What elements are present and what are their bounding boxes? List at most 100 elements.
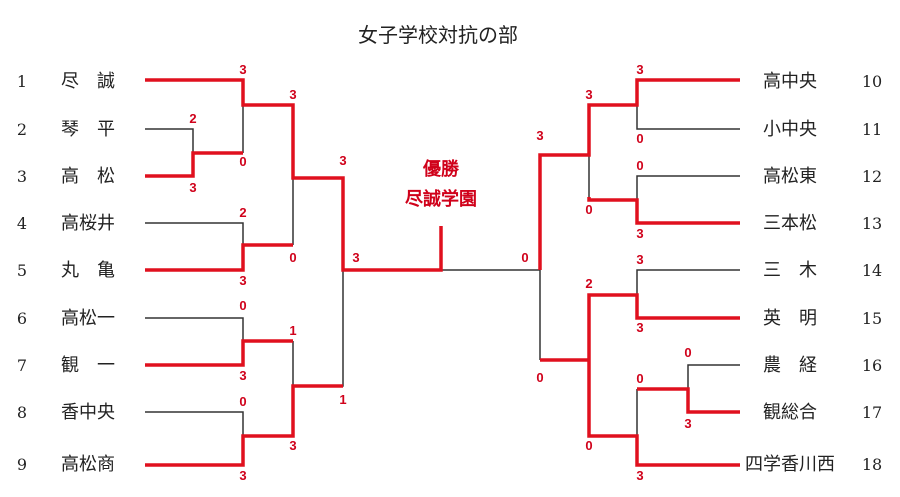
seed-number: 9 bbox=[17, 455, 27, 474]
team-name: 四学香川西 bbox=[745, 454, 835, 475]
bracket-line bbox=[145, 317, 244, 365]
score-label: 3 bbox=[352, 250, 359, 265]
seed-number: 1 bbox=[17, 72, 27, 91]
team-name: 三本松 bbox=[763, 213, 817, 234]
team-name: 高松東 bbox=[763, 166, 817, 187]
seed-number: 2 bbox=[17, 120, 27, 139]
team-name: 丸 亀 bbox=[61, 260, 115, 281]
left-team-1: 1 尽 誠 bbox=[17, 71, 115, 92]
bracket-line bbox=[636, 83, 740, 130]
score-label: 3 bbox=[339, 153, 346, 168]
team-name: 高桜井 bbox=[61, 213, 115, 234]
seed-number: 4 bbox=[17, 214, 27, 233]
score-label: 2 bbox=[189, 111, 196, 126]
score-label: 3 bbox=[239, 273, 246, 288]
seed-number: 3 bbox=[17, 167, 27, 186]
seed-number: 8 bbox=[17, 403, 27, 422]
score-label: 3 bbox=[189, 180, 196, 195]
champion-label: 優勝 bbox=[422, 158, 460, 180]
team-name: 農 経 bbox=[763, 355, 817, 376]
score-label: 1 bbox=[289, 323, 296, 338]
right-team-16: 農 経 16 bbox=[763, 355, 882, 376]
score-label: 3 bbox=[289, 87, 296, 102]
bracket-line bbox=[293, 270, 344, 387]
bracket-line bbox=[145, 411, 244, 465]
team-name: 尽 誠 bbox=[61, 71, 115, 92]
team-name: 英 明 bbox=[763, 308, 817, 329]
seed-number: 7 bbox=[17, 356, 27, 375]
score-labels: 3 2 0 3 3 2 0 3 3 0 1 3 0 3 3 3 1 3 0 3 … bbox=[189, 62, 691, 483]
winner-path bbox=[587, 197, 740, 225]
champion-team: 尽誠学園 bbox=[405, 188, 477, 210]
bracket-line bbox=[636, 175, 740, 200]
bracket-line bbox=[687, 364, 740, 389]
team-name: 高松一 bbox=[61, 308, 115, 329]
score-label: 0 bbox=[636, 131, 643, 146]
team-name: 高中央 bbox=[763, 71, 817, 92]
team-name: 高 松 bbox=[61, 166, 115, 187]
right-team-10: 高中央 10 bbox=[763, 71, 882, 92]
score-label: 3 bbox=[636, 226, 643, 241]
bracket-lines-black bbox=[145, 83, 740, 465]
score-label: 3 bbox=[536, 128, 543, 143]
right-team-15: 英 明 15 bbox=[763, 308, 882, 329]
score-label: 3 bbox=[636, 468, 643, 483]
score-label: 3 bbox=[636, 320, 643, 335]
right-team-14: 三 木 14 bbox=[763, 260, 882, 281]
score-label: 3 bbox=[636, 62, 643, 77]
seed-number: 17 bbox=[862, 403, 882, 422]
team-name: 三 木 bbox=[763, 260, 817, 281]
score-label: 3 bbox=[684, 416, 691, 431]
seed-number: 12 bbox=[862, 167, 882, 186]
score-label: 1 bbox=[339, 392, 346, 407]
team-name: 琴 平 bbox=[61, 119, 115, 140]
score-label: 0 bbox=[585, 202, 592, 217]
seed-number: 16 bbox=[862, 356, 882, 375]
bracket-line bbox=[145, 128, 194, 153]
winner-path bbox=[587, 293, 740, 467]
left-team-6: 6 高松一 bbox=[17, 308, 115, 329]
score-label: 0 bbox=[684, 345, 691, 360]
score-label: 3 bbox=[289, 438, 296, 453]
score-label: 3 bbox=[239, 62, 246, 77]
winner-path bbox=[145, 243, 293, 272]
team-name: 香中央 bbox=[61, 402, 115, 423]
seed-number: 15 bbox=[862, 309, 882, 328]
score-label: 0 bbox=[239, 154, 246, 169]
left-team-2: 2 琴 平 bbox=[17, 119, 115, 140]
seed-number: 14 bbox=[862, 261, 882, 280]
score-label: 3 bbox=[585, 87, 592, 102]
page-title: 女子学校対抗の部 bbox=[358, 23, 518, 47]
bracket-line bbox=[636, 269, 740, 295]
right-team-12: 高松東 12 bbox=[763, 166, 882, 187]
score-label: 0 bbox=[585, 438, 592, 453]
left-team-8: 8 香中央 bbox=[17, 402, 115, 423]
score-label: 2 bbox=[585, 276, 592, 291]
score-label: 0 bbox=[239, 298, 246, 313]
score-label: 0 bbox=[636, 158, 643, 173]
winner-path bbox=[145, 339, 293, 367]
score-label: 3 bbox=[239, 468, 246, 483]
score-label: 3 bbox=[239, 368, 246, 383]
winner-path bbox=[145, 78, 443, 272]
team-name: 観 一 bbox=[61, 355, 115, 376]
bracket-line bbox=[145, 222, 244, 270]
score-label: 0 bbox=[636, 371, 643, 386]
score-label: 0 bbox=[521, 250, 528, 265]
score-label: 3 bbox=[636, 252, 643, 267]
seed-number: 10 bbox=[862, 72, 882, 91]
winner-path bbox=[637, 387, 740, 414]
seed-number: 6 bbox=[17, 309, 27, 328]
left-team-7: 7 観 一 bbox=[17, 355, 115, 376]
left-team-3: 3 高 松 bbox=[17, 166, 115, 187]
team-name: 小中央 bbox=[763, 119, 817, 140]
score-label: 0 bbox=[289, 250, 296, 265]
